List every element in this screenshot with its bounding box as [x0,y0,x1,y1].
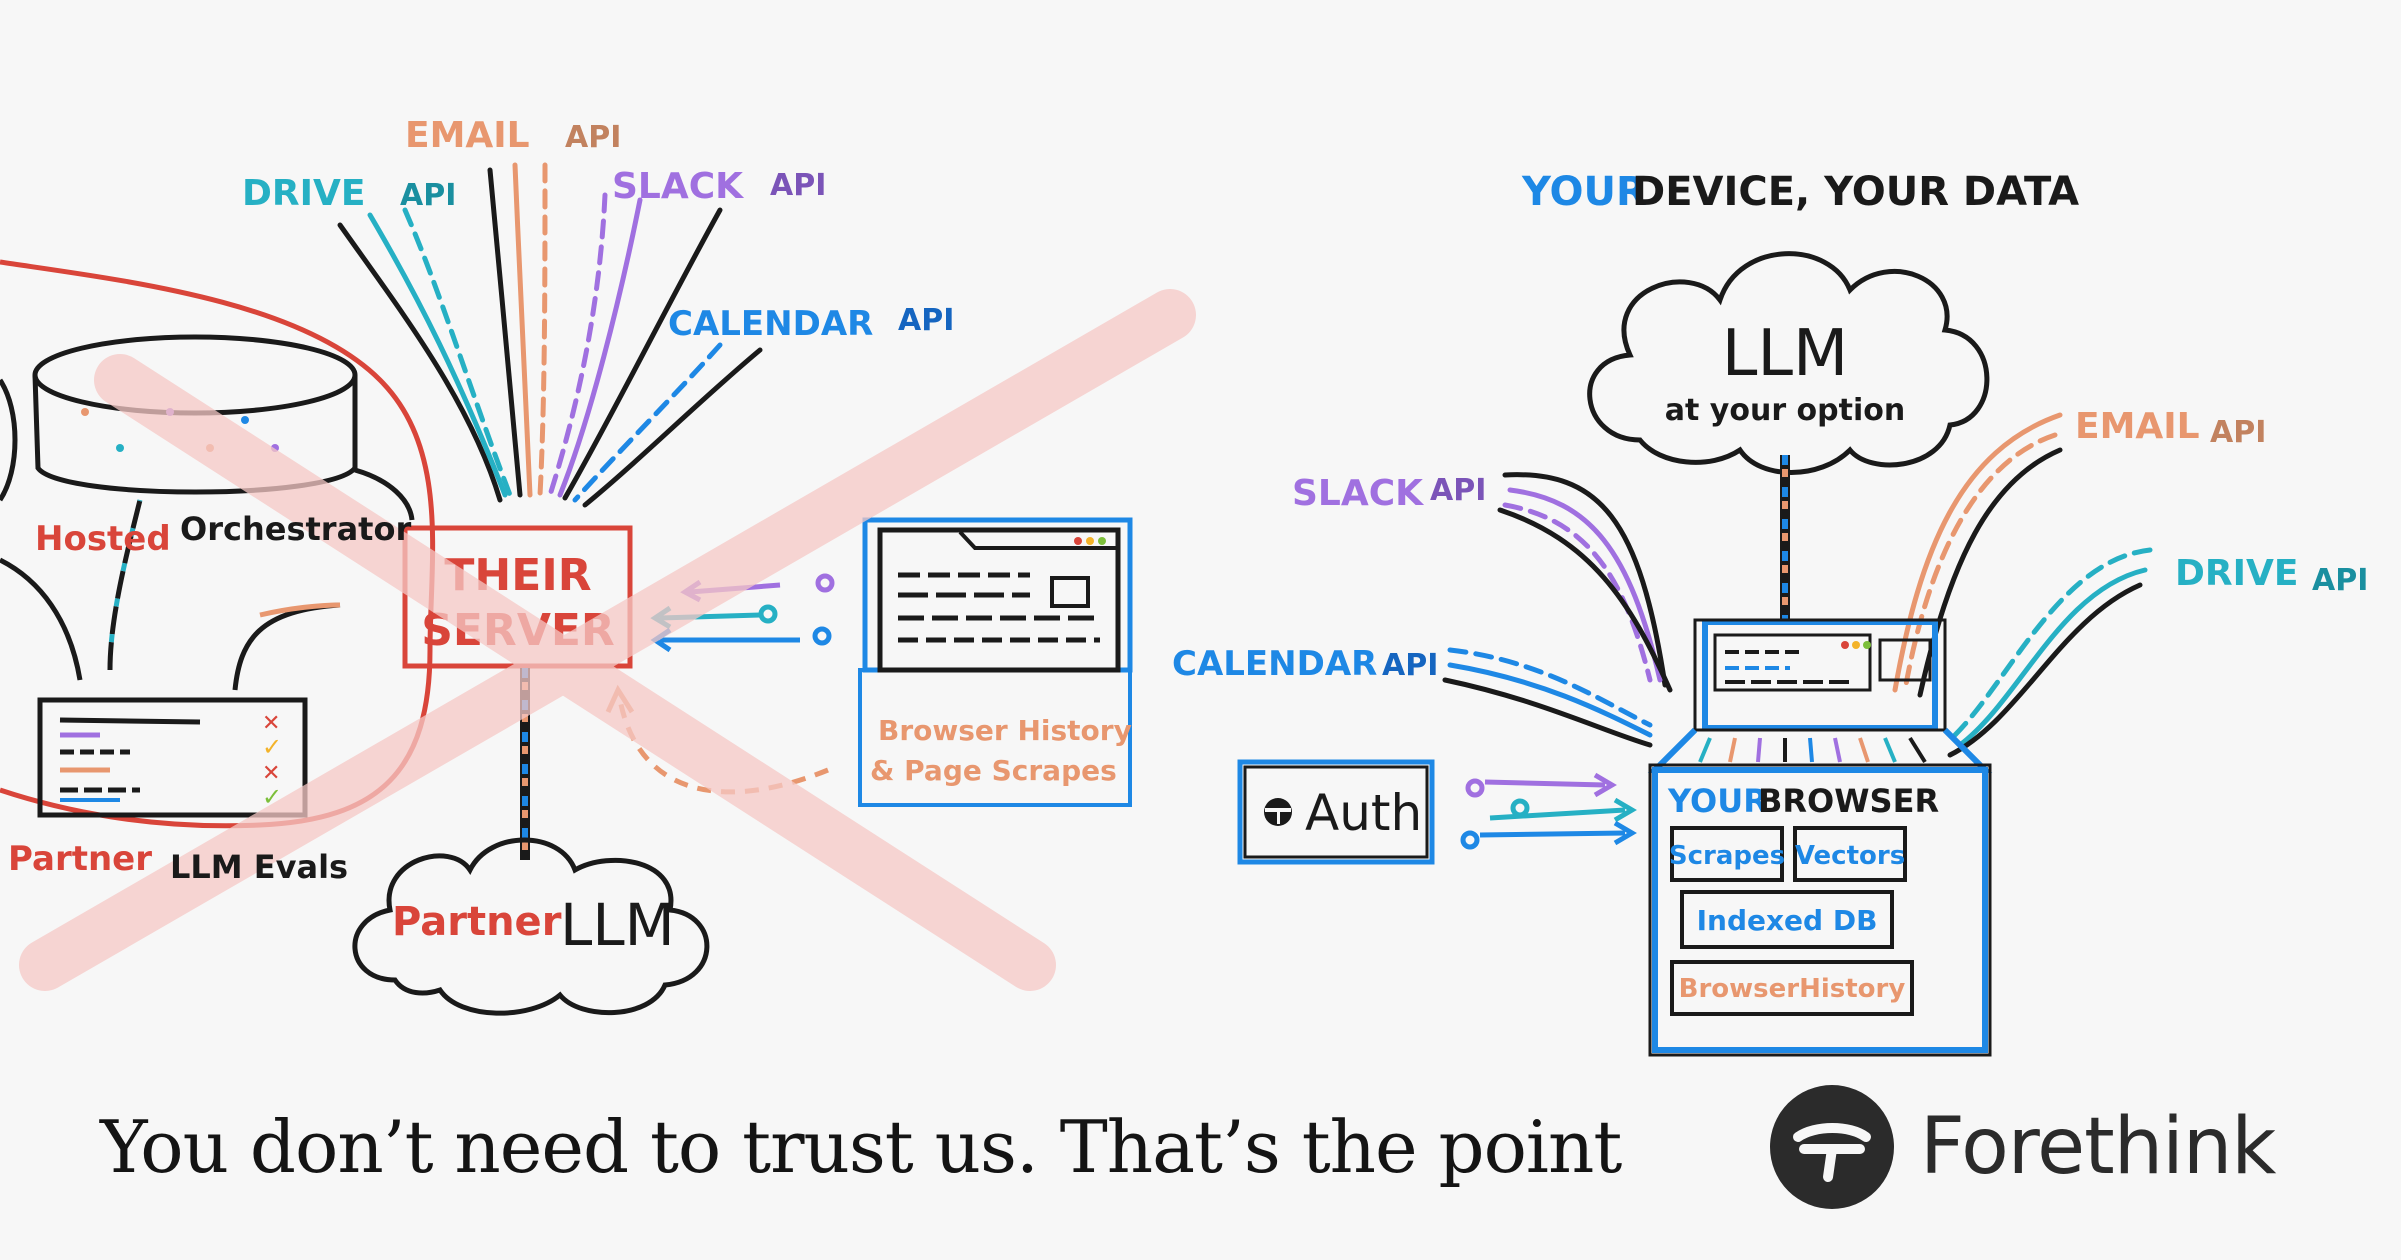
partner-label: Partner [8,839,152,879]
history-label-line1: Browser History [878,714,1132,747]
svg-text:✓: ✓ [262,733,282,761]
auth-key-arrows [1460,772,1637,850]
scrapes-cell: Scrapes [1669,841,1785,871]
brand-lockup: Forethink [1770,1085,2276,1209]
email-api-suffix-right: API [2210,415,2266,450]
auth-logo-icon [1264,798,1292,826]
right-api-lines [1442,412,2153,758]
llm-cloud [1587,251,1990,475]
hosted-label: Hosted [35,519,171,559]
slack-api-suffix-right: API [1430,473,1486,508]
browser-history-cell: BrowserHistory [1679,974,1906,1004]
indexed-db-cell: Indexed DB [1697,904,1878,937]
browser-title-your: YOUR [1667,782,1768,820]
auth-label: Auth [1305,784,1422,842]
partner-llm-cloud [352,837,710,1016]
hosted-boundary [0,259,436,829]
slack-api-suffix-left: API [770,168,826,203]
partner-llm-label-partner: Partner [392,899,562,945]
right-headline: YOUR DEVICE, YOUR DATA [1521,169,2079,215]
brand-name: Forethink [1920,1102,2276,1192]
calendar-api-word-left: CALENDAR [668,304,873,344]
left-connectors [0,378,415,691]
calendar-api-word-right: CALENDAR [1172,644,1377,684]
calendar-api-suffix-left: API [898,303,954,338]
email-api-word-left: EMAIL [405,115,530,156]
funnel-stripes [1698,736,1927,764]
browser-title-rest: BROWSER [1758,782,1939,820]
left-api-lines [337,162,763,508]
email-api-word-right: EMAIL [2075,406,2200,447]
forethink-logo-icon [1770,1085,1894,1209]
drive-api-word-left: DRIVE [242,173,365,214]
svg-text:✕: ✕ [262,761,280,786]
partner-llm-label-llm: LLM [560,891,675,959]
tagline: You don’t need to trust us. That’s the p… [100,1105,1622,1189]
right-api-labels: SLACK API EMAIL API DRIVE API CALENDAR A… [1172,406,2368,684]
auth-box: Auth [1237,759,1435,865]
svg-text:✕: ✕ [262,711,280,736]
headline-your: YOUR [1521,169,1647,215]
drive-api-suffix-right: API [2312,563,2368,598]
llm-label: LLM [1722,317,1849,391]
llm-evals-label: LLM Evals [170,848,348,886]
left-api-labels: EMAIL API DRIVE API SLACK API CALENDAR A… [242,115,954,344]
drive-api-word-right: DRIVE [2175,553,2298,594]
crossed-out-x [19,289,1196,991]
drive-api-suffix-left: API [400,178,456,213]
calendar-api-suffix-right: API [1382,648,1438,683]
slack-api-word-right: SLACK [1292,473,1424,514]
orchestrator-label: Orchestrator [180,510,411,548]
your-browser-device: YOUR BROWSER Scrapes Vectors Indexed DB … [1647,618,1993,1057]
llm-sub-label: at your option [1665,393,1905,428]
history-window-left: Browser History & Page Scrapes [858,517,1133,807]
evals-dashboard: ✕ ✓ ✕ ✓ [37,697,308,818]
slack-api-word-left: SLACK [612,166,744,207]
email-api-suffix-left: API [565,120,621,155]
headline-rest: DEVICE, YOUR DATA [1632,169,2079,215]
history-label-line2: & Page Scrapes [870,754,1117,787]
vectors-cell: Vectors [1795,841,1905,871]
